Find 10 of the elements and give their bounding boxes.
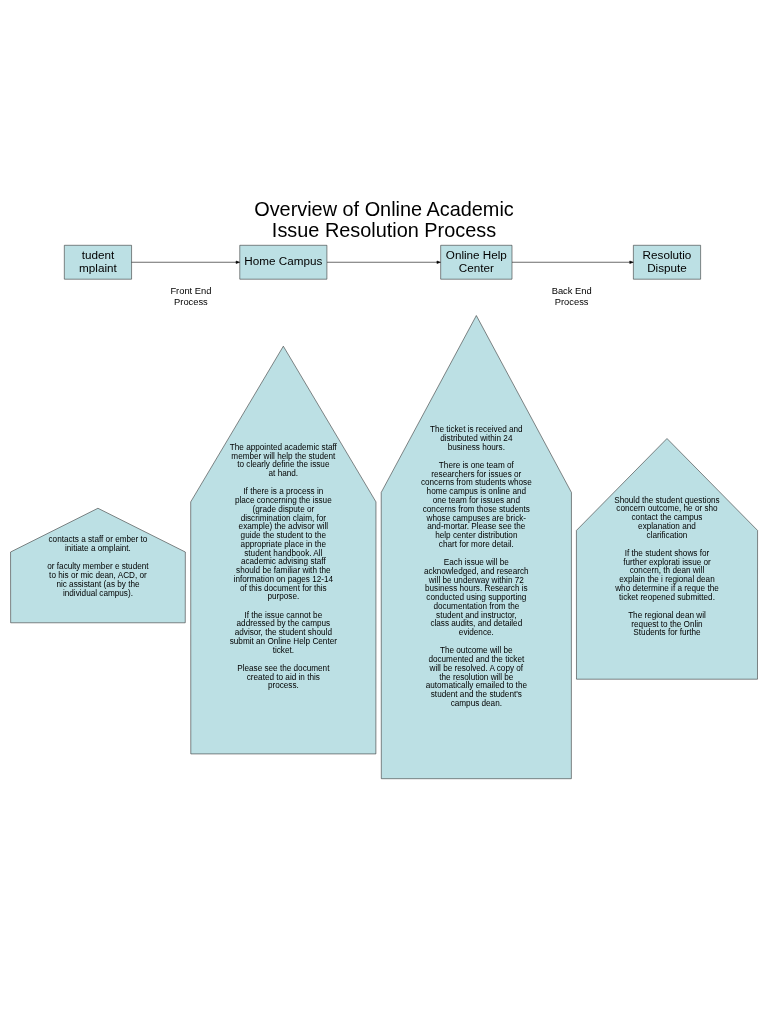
node-box: tudent mplaint xyxy=(64,244,132,279)
label: Back End Process xyxy=(551,285,592,307)
node-box: Online Help Center xyxy=(440,244,513,279)
node-box: Home Campus xyxy=(239,244,328,279)
label: Front End Process xyxy=(170,285,212,307)
arrow xyxy=(131,260,240,264)
diagram-title: Overview of Online Academic Issue Resolution Process xyxy=(254,197,514,241)
arrow xyxy=(511,260,634,264)
node-box: Resolutio Dispute xyxy=(633,244,701,279)
arrow xyxy=(326,260,441,264)
